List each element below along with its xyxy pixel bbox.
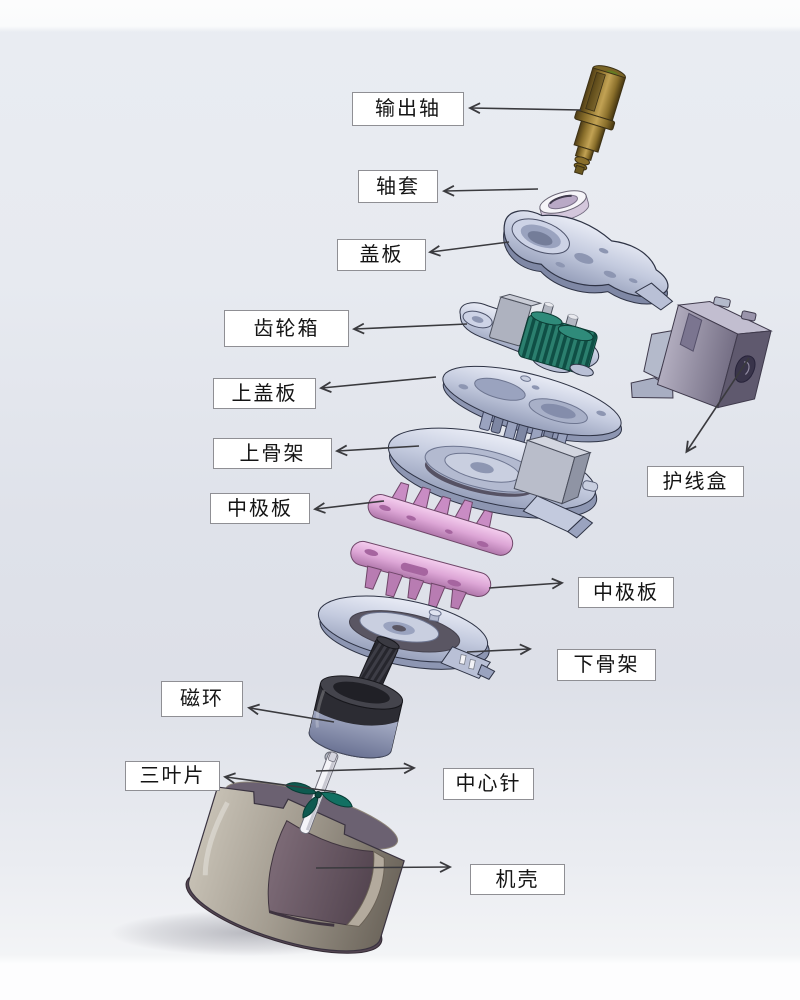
arrow-upper-cover-plate [319, 376, 437, 393]
arrow-middle-pole-plate-left [313, 500, 385, 514]
arrow-magnetic-ring [247, 703, 335, 723]
arrow-middle-pole-plate-right [488, 577, 565, 590]
arrow-shaft-sleeve [441, 185, 539, 197]
part-lower-frame [317, 595, 496, 680]
label-cover-plate: 盖板 [337, 239, 426, 271]
part-upper-frame [387, 427, 599, 539]
leader-arrows [223, 102, 750, 873]
label-three-blade: 三叶片 [125, 761, 220, 791]
arrow-lower-frame [466, 643, 533, 656]
label-casing: 机壳 [470, 864, 565, 895]
part-output-shaft [573, 65, 627, 176]
label-center-pin: 中心针 [443, 768, 534, 800]
part-middle-pole-plate-lower [350, 540, 492, 610]
arrow-three-blade [223, 772, 337, 793]
label-gearbox: 齿轮箱 [224, 310, 349, 347]
part-middle-pole-plate-upper [367, 481, 514, 556]
label-wire-protection-box: 护线盒 [647, 466, 744, 497]
part-cover-plate [503, 210, 674, 311]
part-upper-cover-plate [442, 365, 622, 449]
arrow-upper-frame [334, 444, 420, 457]
label-output-shaft: 输出轴 [352, 92, 464, 126]
label-middle-pole-plate-right: 中极板 [578, 577, 674, 608]
arrow-output-shaft [467, 102, 582, 114]
label-magnetic-ring: 磁环 [161, 681, 243, 717]
label-middle-pole-plate-left: 中极板 [210, 493, 310, 524]
arrow-gearbox [351, 322, 468, 335]
label-upper-frame: 上骨架 [213, 438, 332, 469]
label-upper-cover-plate: 上盖板 [213, 378, 316, 409]
arrow-casing [315, 861, 453, 873]
part-wire-protection-box [630, 296, 773, 409]
arrow-wire-protection-box [685, 357, 750, 454]
part-three-blade [284, 782, 353, 819]
part-gearbox [459, 293, 600, 377]
label-shaft-sleeve: 轴套 [358, 170, 438, 203]
arrow-center-pin [315, 762, 417, 775]
arrow-cover-plate [428, 241, 510, 257]
label-lower-frame: 下骨架 [557, 649, 656, 681]
part-magnetic-ring [308, 675, 404, 759]
